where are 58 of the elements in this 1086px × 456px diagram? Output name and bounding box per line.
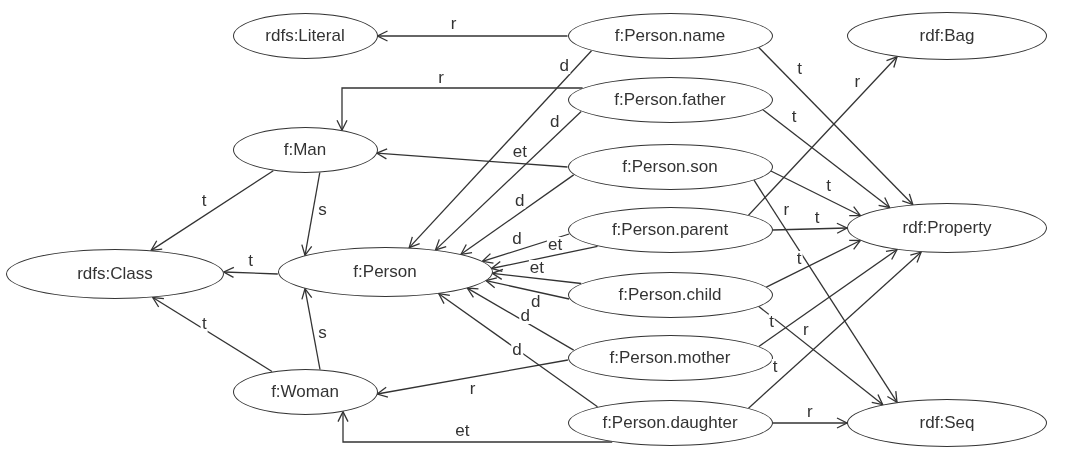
edge-label: d bbox=[558, 58, 570, 75]
arrow bbox=[376, 148, 569, 168]
class-ellipse: f:Person bbox=[277, 247, 493, 297]
arrow bbox=[747, 56, 898, 216]
arrow bbox=[301, 171, 321, 256]
arrow bbox=[771, 222, 848, 234]
class-ellipse: f:Person.son bbox=[567, 144, 773, 190]
edge-label: d bbox=[530, 293, 542, 310]
arrow bbox=[466, 287, 575, 351]
arrow bbox=[376, 359, 569, 398]
arrow bbox=[762, 109, 891, 209]
edge-label: t bbox=[247, 253, 255, 269]
edge-label: t bbox=[768, 313, 775, 330]
class-ellipse: rdf:Bag bbox=[847, 12, 1047, 60]
class-ellipse: rdfs:Class bbox=[6, 249, 224, 299]
arrow bbox=[434, 110, 582, 251]
arrow bbox=[408, 50, 593, 249]
edge-label: t bbox=[795, 250, 803, 267]
arrow bbox=[485, 277, 570, 300]
class-ellipse: f:Person.father bbox=[567, 77, 773, 123]
arrow bbox=[481, 233, 570, 264]
edge-label: t bbox=[825, 177, 832, 194]
arrow bbox=[376, 30, 569, 42]
arrow bbox=[223, 266, 279, 278]
arrow bbox=[765, 239, 862, 288]
arrow bbox=[753, 179, 898, 403]
class-ellipse: f:Person.parent bbox=[567, 207, 773, 253]
arrow bbox=[771, 417, 848, 429]
arrow bbox=[301, 288, 321, 371]
edge-label: d bbox=[513, 192, 526, 209]
class-ellipse: rdf:Seq bbox=[847, 399, 1047, 447]
edge-label: et bbox=[454, 423, 471, 439]
edge-label: et bbox=[511, 143, 528, 160]
class-ellipse: rdfs:Literal bbox=[232, 13, 378, 59]
arrow bbox=[438, 293, 599, 408]
arrow bbox=[758, 249, 898, 348]
edge-label: t bbox=[771, 359, 779, 375]
arrow bbox=[491, 268, 582, 285]
class-ellipse: rdf:Property bbox=[847, 203, 1047, 253]
edge-label: et bbox=[547, 237, 564, 254]
arrow bbox=[747, 251, 922, 409]
edge-label: d bbox=[519, 308, 531, 325]
arrow bbox=[770, 170, 862, 217]
edge-label: t bbox=[796, 60, 803, 77]
arrow bbox=[490, 245, 599, 272]
class-ellipse: f:Woman bbox=[232, 369, 378, 415]
edge-label: t bbox=[813, 209, 821, 226]
class-ellipse: f:Person.name bbox=[567, 13, 773, 59]
edge-label: t bbox=[200, 192, 208, 209]
arrow bbox=[460, 174, 575, 255]
arrow bbox=[337, 410, 613, 443]
class-ellipse: f:Person.mother bbox=[567, 335, 773, 381]
edge-label: d bbox=[511, 341, 523, 358]
edge-label: t bbox=[201, 316, 208, 333]
arrow bbox=[336, 87, 584, 131]
arrow bbox=[758, 305, 884, 406]
class-ellipse: f:Person.daughter bbox=[567, 400, 773, 446]
class-ellipse: f:Man bbox=[232, 127, 378, 173]
